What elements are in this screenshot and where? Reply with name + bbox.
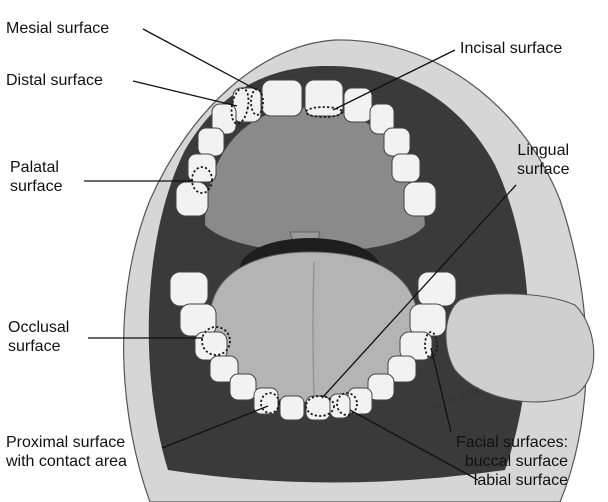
label-lingual-surface: Lingual surface <box>517 142 570 178</box>
label-mesial-surface: Mesial surface <box>6 20 110 37</box>
leader-lingual <box>321 184 517 399</box>
zone-lingual <box>305 395 335 417</box>
leader-lines <box>84 28 517 481</box>
label-incisal-surface: Incisal surface <box>460 40 563 57</box>
lower-teeth <box>169 271 457 421</box>
leader-incisal <box>332 49 456 111</box>
zone-labial <box>336 392 358 416</box>
leader-proximal <box>161 405 269 449</box>
palate <box>205 107 425 253</box>
leader-buccal <box>430 347 452 433</box>
zone-incisal <box>305 106 343 118</box>
tongue-midline <box>312 261 315 396</box>
zone-occlusal <box>201 326 231 356</box>
label-occlusal-surface: Occlusal surface <box>8 319 70 355</box>
label-palatal-surface: Palatal surface <box>10 159 63 195</box>
leader-labial <box>349 409 479 481</box>
leader-mesial <box>142 28 258 91</box>
zone-buccal <box>424 331 438 359</box>
label-proximal-surface: Proximal surface with contact area <box>6 434 127 470</box>
label-distal-surface: Distal surface <box>6 72 103 89</box>
zone-palatal <box>191 166 213 194</box>
label-facial-surfaces: Facial surfaces: buccal surface labial s… <box>456 434 569 489</box>
zone-proximal <box>260 392 280 414</box>
zone-mesial <box>250 88 264 116</box>
surface-zones <box>191 87 438 417</box>
thumb <box>445 293 595 403</box>
upper-teeth <box>175 79 437 217</box>
leader-distal <box>132 80 238 107</box>
zone-distal <box>230 87 250 125</box>
